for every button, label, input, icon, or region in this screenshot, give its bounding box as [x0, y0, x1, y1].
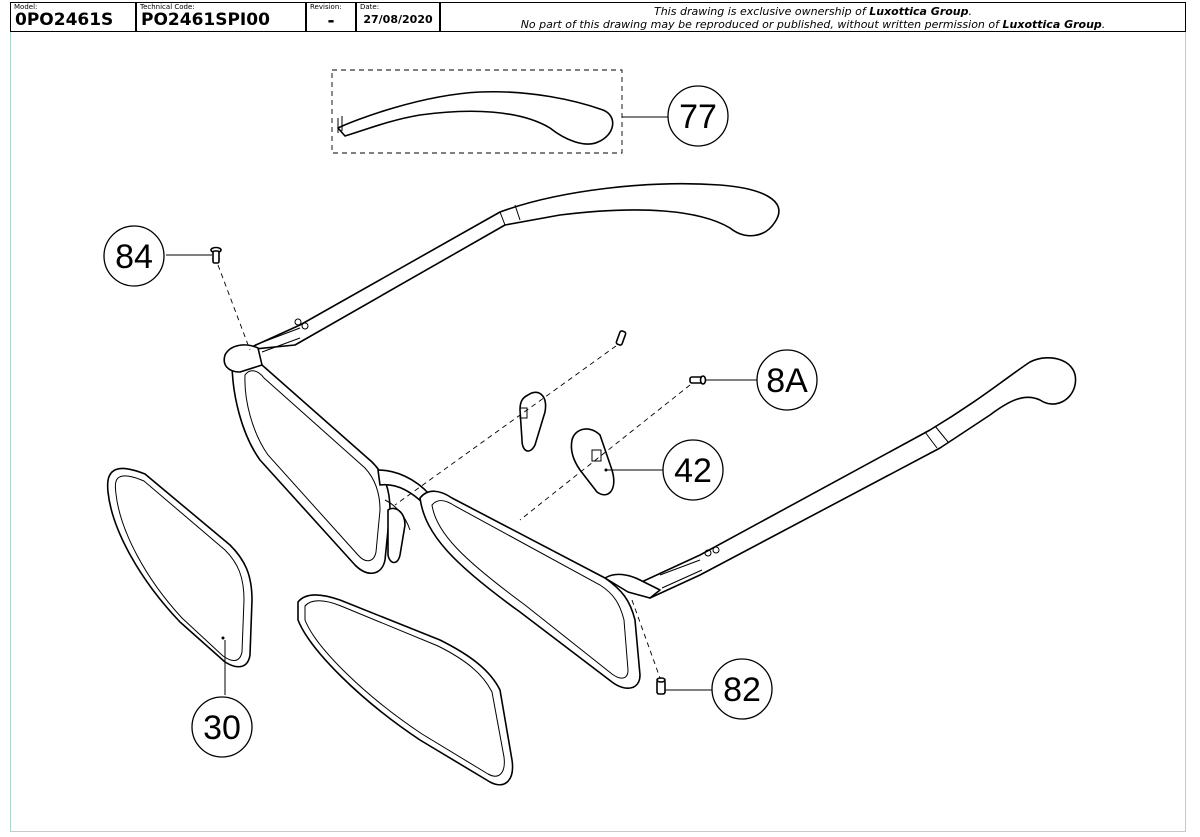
callout-30: 30: [191, 696, 253, 758]
title-block-model: Model: 0PO2461S: [10, 2, 136, 32]
screw-8a: [689, 375, 707, 385]
callout-8a: 8A: [756, 349, 818, 411]
callout-8a-label: 8A: [766, 362, 808, 400]
temple-tip-detail: [331, 69, 623, 154]
revision-label: Revision:: [310, 3, 342, 11]
lens-right: [297, 594, 514, 786]
screw-nose-upper: [615, 330, 627, 346]
nose-pad-upper: [519, 391, 547, 452]
lens-left: [106, 467, 253, 668]
leader-lines: [166, 116, 758, 695]
callout-42-label: 42: [674, 452, 712, 490]
assembly-lines: [217, 264, 691, 679]
far-temple: [244, 182, 780, 353]
technical-code-value: PO2461SPI00: [141, 10, 270, 30]
nose-pad-42: [570, 428, 615, 496]
date-value: 27/08/2020: [363, 13, 433, 26]
callout-77: 77: [667, 85, 729, 147]
model-value: 0PO2461S: [15, 10, 114, 30]
callout-30-label: 30: [203, 709, 241, 747]
technical-code-label: Technical Code:: [140, 3, 195, 11]
screw-82: [656, 677, 666, 695]
near-temple: [634, 357, 1077, 599]
date-label: Date:: [360, 3, 380, 11]
title-block-technical-code: Technical Code: PO2461SPI00: [136, 2, 306, 32]
title-block-revision: Revision: -: [306, 2, 356, 32]
callout-42: 42: [662, 439, 724, 501]
frame-front: [223, 344, 661, 689]
callout-82-label: 82: [723, 671, 761, 709]
screw-84: [210, 246, 222, 264]
title-block-notice: This drawing is exclusive ownership of L…: [440, 2, 1186, 32]
drawing-frame: [10, 32, 1186, 832]
revision-value: -: [327, 11, 335, 31]
notice-line-1: This drawing is exclusive ownership of L…: [653, 5, 973, 18]
callout-82: 82: [711, 658, 773, 720]
notice-line-2: No part of this drawing may be reproduce…: [520, 18, 1106, 31]
callout-77-label: 77: [679, 98, 717, 136]
title-block-date: Date: 27/08/2020: [356, 2, 440, 32]
model-label: Model:: [14, 3, 38, 11]
callout-84: 84: [103, 225, 165, 287]
callout-84-label: 84: [115, 238, 153, 276]
